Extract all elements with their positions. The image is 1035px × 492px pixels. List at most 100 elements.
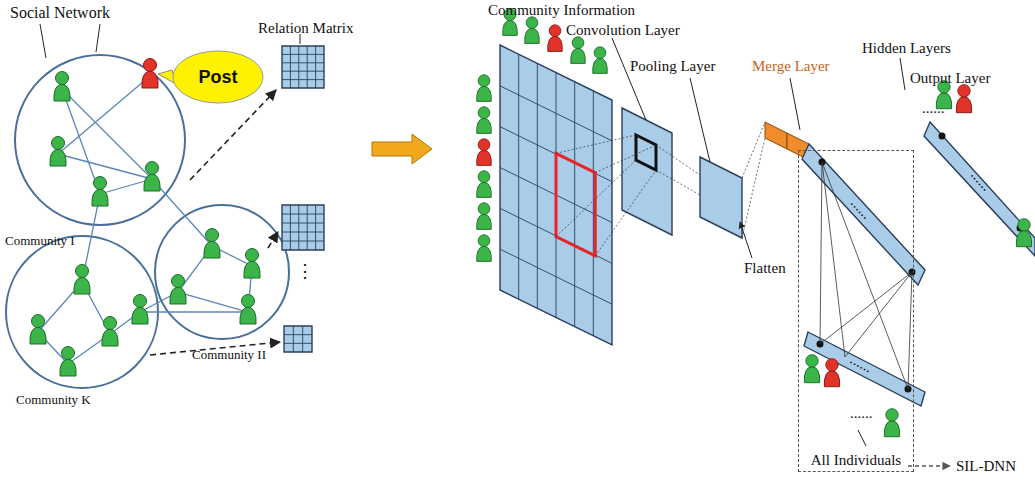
grid-line [282, 223, 324, 224]
social-link [62, 89, 152, 179]
dense-connection [820, 272, 912, 344]
label: ...... [850, 405, 873, 422]
output-layer [924, 122, 1035, 256]
projection-line [595, 170, 656, 256]
projection-line [742, 138, 765, 238]
person-icon [50, 137, 66, 167]
transition-arrow [372, 134, 432, 164]
label: ...... [922, 100, 945, 117]
leader-line [740, 222, 752, 258]
leader-line [690, 78, 710, 162]
grid-line [282, 54, 324, 55]
grid-line [282, 232, 324, 233]
projection-line [656, 170, 700, 195]
social-link [152, 179, 212, 246]
person-icon [956, 85, 971, 113]
grid-line [282, 71, 324, 72]
neuron [939, 133, 946, 140]
leader-line [900, 58, 905, 90]
leader-line [858, 430, 866, 446]
convolution-layer [622, 108, 672, 235]
node-text: Community II [192, 347, 266, 363]
dense-connection [822, 162, 908, 389]
social-link [62, 89, 100, 194]
person-icon [548, 25, 563, 52]
projection-line [595, 145, 656, 173]
community-circle [6, 236, 158, 388]
leader-line [96, 24, 100, 52]
node-text: Community K [16, 392, 91, 408]
dense-connection [908, 272, 912, 389]
dense-connection [822, 162, 845, 357]
label: Pooling Layer [630, 58, 715, 75]
label: SIL-DNN [956, 458, 1016, 475]
person-icon [144, 162, 160, 192]
leader-line [612, 38, 646, 120]
label: Community Information [488, 2, 635, 19]
label: Hidden Layers [862, 40, 951, 57]
leader-line [40, 24, 46, 58]
community-2: Community II [155, 205, 289, 339]
grid-line [282, 62, 324, 63]
person-icon [54, 72, 70, 102]
dashed-arrow [190, 90, 276, 180]
hidden-layer [804, 332, 925, 406]
person-icon [1016, 219, 1031, 247]
label: ⋮ [296, 262, 314, 282]
person-icon [571, 37, 586, 64]
person-icon [884, 409, 899, 437]
merge-cell [765, 122, 787, 149]
grid-line [290, 46, 291, 88]
grid-line [500, 86, 612, 141]
node-text: Community I [5, 233, 75, 249]
person-icon [804, 355, 819, 383]
relation-matrix [282, 46, 324, 88]
person-icon [204, 229, 220, 259]
grid-line [293, 326, 294, 352]
community-circle [155, 205, 289, 339]
projection-line [556, 160, 636, 237]
relation-matrix [282, 205, 324, 250]
social-link [178, 292, 248, 312]
node-text: All Individuals [799, 452, 913, 469]
grid-line [282, 79, 324, 80]
grid-line [298, 46, 299, 88]
person-icon [30, 315, 46, 345]
grid-line [307, 46, 308, 88]
merge-label: Merge Layer [752, 58, 830, 75]
person-icon [102, 317, 118, 347]
pooling-layer [700, 157, 742, 238]
person-icon [170, 275, 186, 305]
person-icon [525, 17, 540, 44]
projection-line [742, 122, 765, 178]
grid-line [298, 205, 299, 250]
social-link [140, 311, 248, 312]
grid-line [284, 334, 312, 335]
person-icon [74, 265, 90, 295]
hidden-layer [802, 144, 925, 285]
person-icon [240, 295, 256, 325]
relation-matrix [284, 326, 312, 352]
dense-connection [820, 162, 822, 344]
convolution-window [556, 153, 595, 256]
person-icon [477, 203, 492, 230]
input-matrix [500, 45, 612, 345]
dashed-arrow [268, 232, 278, 248]
grid-line [290, 205, 291, 250]
label: Flatten [744, 260, 786, 277]
dashed-arrow [908, 465, 950, 466]
grid-line [282, 214, 324, 215]
label: Output Layer [910, 70, 990, 87]
community-k: Community K [6, 236, 158, 388]
person-icon [477, 75, 492, 102]
label: Convolution Layer [566, 22, 680, 39]
grid-line [302, 326, 303, 352]
post-bubble: Post [172, 50, 264, 104]
grid-line [307, 205, 308, 250]
grid-line [315, 46, 316, 88]
label: Relation Matrix [258, 20, 353, 37]
person-icon [477, 235, 492, 262]
dense-connection [845, 272, 912, 357]
community-circle [15, 55, 185, 225]
